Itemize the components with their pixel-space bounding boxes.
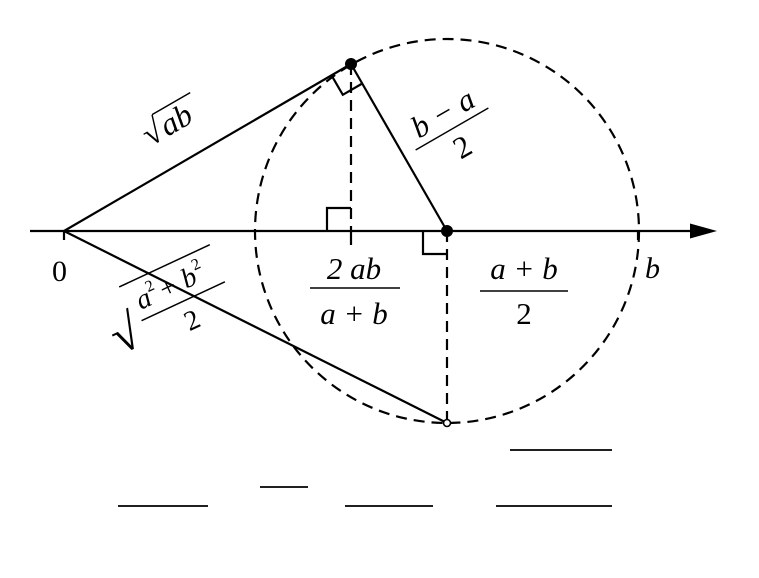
label-sqrt-ab: √ ab [136,91,199,154]
arithmetic-denominator: 2 [516,296,532,331]
right-angle-marker-center [421,231,447,256]
label-harmonic-mean: 2 ab a + b [310,251,400,331]
mean-inequality-formula [118,449,612,507]
point-bottom [442,418,452,428]
label-arithmetic-mean: a + b 2 [480,251,568,331]
right-angle-marker-top [330,74,363,97]
label-quadratic-mean: √ a 2 + b 2 2 [101,244,226,365]
quadratic-denominator: 2 [179,304,205,338]
right-angle-marker-foot [325,206,351,231]
segment-quadratic-mean [63,230,448,424]
point-center [441,225,453,237]
half-diff-denominator: 2 [447,128,478,166]
dashed-circle [253,37,641,425]
arithmetic-numerator: a + b [490,251,557,286]
label-origin: 0 [52,255,67,288]
segment-radius [350,63,448,232]
harmonic-denominator: a + b [320,296,387,331]
point-top [345,58,357,70]
segment-sqrt-ab [63,63,352,232]
quadratic-fraction-bar [141,281,226,322]
quadratic-vinculum [118,244,211,288]
label-half-difference: b − a 2 [405,81,489,166]
sqrt-vinculum [151,91,191,116]
harmonic-numerator: 2 ab [327,251,381,286]
axis-arrowhead [690,223,717,239]
half-diff-fraction-bar [415,107,489,151]
label-b: b [645,252,660,285]
half-diff-numerator: b − a [405,81,481,145]
